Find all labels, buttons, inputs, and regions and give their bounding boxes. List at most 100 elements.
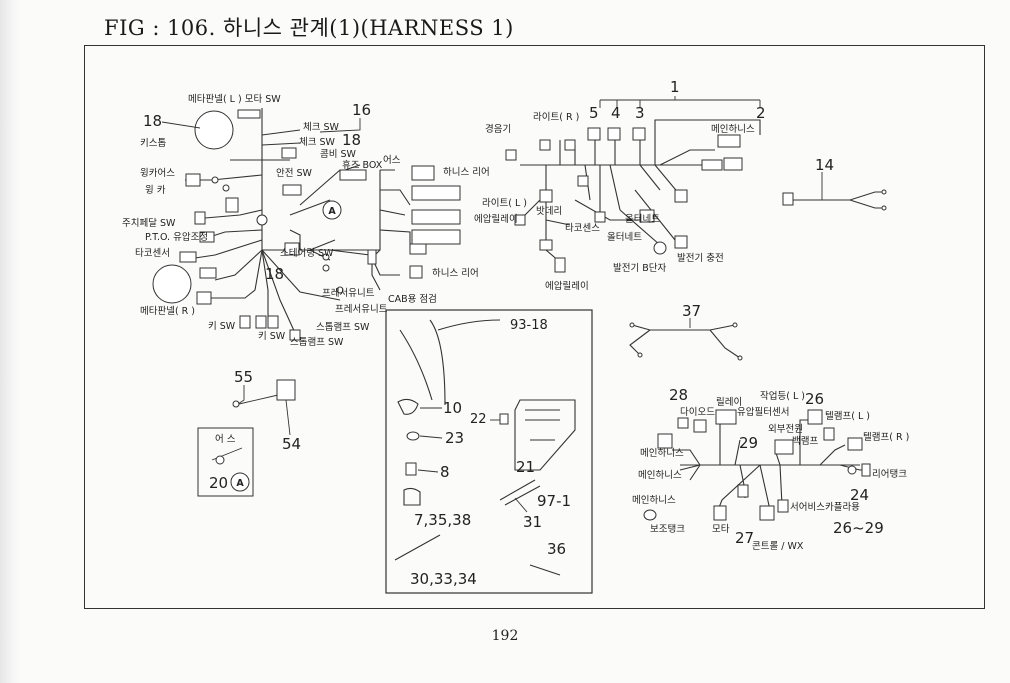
page-number: 192 — [491, 628, 519, 644]
label-meter-panel-r: 메타판넬( R ) — [140, 305, 195, 317]
left-harness: A 메타판넬( L ) 모타 SW 체크 SW 체크 SW 콤비 SW 휴즈 B… — [122, 93, 490, 348]
label-stop-lamp-sw-1: 스톱램프 SW — [316, 321, 370, 333]
diagram-frame — [84, 45, 985, 609]
callout-37: 37 — [682, 302, 701, 320]
callout-26-29: 26~29 — [833, 519, 884, 537]
bottom-right-harness: 28 26 29 24 27 26~29 릴레이 다이오드 유압필터센서 작업등… — [632, 386, 909, 552]
callout-54: 54 — [282, 435, 301, 453]
label-alternator-1: 올터네트 — [625, 214, 660, 225]
label-service-coupler: 서어비스카플라용 — [790, 502, 860, 513]
label-diode: 다이오드 — [680, 407, 715, 418]
callout-2: 2 — [756, 104, 766, 122]
label-combi-sw: 콤비 SW — [320, 149, 357, 160]
callout-28: 28 — [669, 386, 688, 404]
meter-panel-r-icon — [152, 264, 192, 304]
label-parking-pedal-sw: 주치페달 SW — [122, 217, 176, 229]
label-aux-tank: 보조탱크 — [650, 524, 685, 535]
label-earth-1: 어스 — [383, 155, 401, 166]
callout-5: 5 — [589, 104, 599, 122]
label-fuse-box: 휴즈 BOX — [342, 160, 383, 171]
label-light-l: 라이트( L ) — [482, 198, 527, 209]
callout-4: 4 — [611, 104, 621, 122]
label-light-r: 라이트( R ) — [533, 112, 579, 123]
label-frame-unit-1: 프레서유니트 — [322, 288, 375, 299]
label-horn: 경음기 — [485, 123, 511, 135]
callout-18-a: 18 — [143, 112, 162, 130]
label-pto-adjust: P.T.O. 유압조정 — [145, 231, 208, 243]
circle-a-label: A — [328, 206, 336, 217]
label-back-lamp: 백램프 — [792, 435, 818, 447]
callout-20: 20 — [209, 474, 228, 492]
label-tacho-sensor-l: 타코센서 — [135, 248, 170, 259]
label-winker-switch: 윙카어스 — [140, 168, 175, 179]
top-right-harness: 1 2 3 4 5 경음기 라이트( R ) 라이트( L ) 메인하니스 밧데… — [474, 78, 766, 292]
label-check-sw-1: 체크 SW — [303, 122, 340, 133]
callout-26: 26 — [805, 390, 824, 408]
callout-7-35-38: 7,35,38 — [414, 511, 471, 529]
label-work-light-l: 작업등( L ) — [760, 390, 805, 402]
earth-parts: 55 54 어 스 20 A — [197, 368, 301, 497]
label-cab-check: CAB용 점검 — [388, 293, 437, 305]
label-safety-sw: 안전 SW — [276, 168, 313, 179]
label-alt-b-terminal: 발전기 B단자 — [613, 263, 666, 274]
earth-box — [197, 427, 254, 497]
callout-93-18: 93-18 — [510, 318, 548, 333]
label-check-sw-2: 체크 SW — [299, 137, 336, 148]
label-oil-filter-sensor: 유압필터센서 — [737, 406, 789, 418]
label-earth-relay-1: 에압릴레이 — [474, 213, 518, 225]
circle-a-icon-2 — [230, 472, 250, 492]
label-steering-sw: 스테어링 SW — [280, 247, 334, 259]
part-14: 14 — [782, 156, 887, 211]
label-harness-rear-2: 하니스 리어 — [432, 267, 479, 279]
label-external-power: 외부전원 — [768, 423, 803, 435]
callout-8: 8 — [440, 463, 450, 481]
label-earth-relay-2: 에압릴레이 — [545, 280, 589, 292]
part-37: 37 — [629, 302, 743, 361]
label-battery: 밧데리 — [536, 206, 562, 217]
label-rear-tank: 리어탱크 — [872, 469, 907, 480]
callout-18-c: 18 — [265, 265, 284, 283]
callout-31: 31 — [523, 513, 542, 531]
callout-29: 29 — [739, 434, 758, 452]
callout-55: 55 — [234, 368, 253, 386]
label-key-sw-2: 키 SW — [258, 331, 286, 342]
circle-a-label-2: A — [236, 478, 244, 489]
circle-a-icon — [322, 200, 342, 220]
callout-22: 22 — [470, 412, 487, 427]
callout-27: 27 — [735, 529, 754, 547]
label-frame-unit-2: 프레서유니트 — [335, 304, 388, 315]
callout-21: 21 — [516, 458, 535, 476]
callout-30-33-34: 30,33,34 — [410, 570, 477, 588]
label-meter-panel-l: 메타판넬( L ) 모타 SW — [188, 93, 281, 105]
label-tacho-sensor-r: 타코센스 — [565, 223, 600, 234]
callout-14: 14 — [815, 156, 834, 174]
label-tail-lamp-r: 텔램프( R ) — [863, 431, 909, 443]
meter-panel-l-icon — [194, 110, 234, 150]
label-main-harness-3: 메인하니스 — [632, 494, 676, 506]
label-winker: 윙 카 — [145, 185, 166, 196]
callout-24: 24 — [850, 486, 869, 504]
scan-edge — [0, 0, 22, 683]
label-tail-lamp-l: 텔램프( L ) — [825, 410, 870, 422]
label-main-harness-1: 메인하니스 — [640, 447, 684, 459]
label-main-harness-top: 메인하니스 — [711, 123, 755, 135]
label-alternator-2: 올터네트 — [607, 232, 642, 243]
label-alt-charge: 발전기 충전 — [677, 253, 724, 264]
callout-3: 3 — [635, 104, 645, 122]
callout-36: 36 — [547, 540, 566, 558]
label-harness-rear-1: 하니스 리어 — [443, 166, 490, 178]
callout-23: 23 — [445, 429, 464, 447]
detail-parts-box: 93-18 10 23 22 21 8 7,35,38 97-1 31 30,3… — [385, 309, 593, 594]
label-motor: 모타 — [712, 524, 730, 535]
label-earth-box: 어 스 — [215, 434, 236, 445]
callout-18-b: 18 — [342, 131, 361, 149]
label-relay: 릴레이 — [716, 397, 742, 408]
label-key-sw-1: 키 SW — [208, 321, 236, 332]
figure-title: FIG : 106. 하니스 관계(1)(HARNESS 1) — [104, 16, 514, 40]
label-controller-wx: 콘트롤 / WX — [752, 541, 804, 552]
callout-97-1: 97-1 — [537, 492, 571, 510]
label-stop-lamp-sw-2: 스톱램프 SW — [290, 336, 344, 348]
callout-1: 1 — [670, 78, 680, 96]
